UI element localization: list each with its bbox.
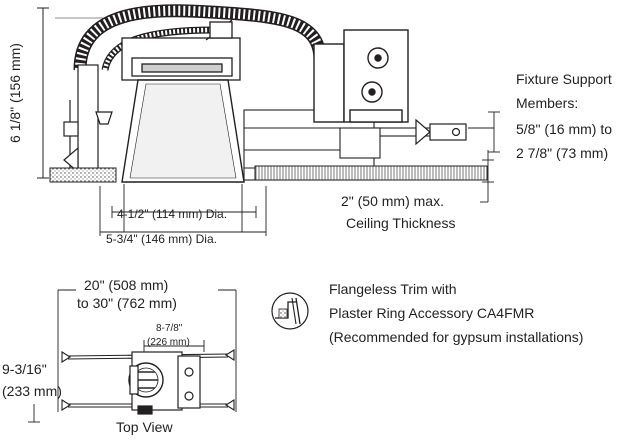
ceiling-thickness-dimension: [480, 150, 494, 203]
top-view: [28, 289, 237, 423]
top-view-caption: Top View: [116, 419, 173, 435]
reflector-cone: [121, 79, 245, 183]
support-range-line-2: 2 7/8" (73 mm): [516, 145, 608, 161]
top-housing: [128, 351, 201, 415]
diameter-dimension-lines: [99, 184, 267, 236]
depth-label-line-2: (233 mm): [2, 383, 62, 399]
support-title-line-1: Fixture Support: [516, 71, 612, 87]
box-dimension-line: [143, 340, 205, 352]
box-dimension-line-2: (226 mm): [147, 337, 190, 348]
box-dimension-line-1: 8-7/8": [156, 323, 183, 334]
support-title-line-2: Members:: [516, 95, 578, 111]
width-label-line-1: 20" (508 mm): [84, 277, 168, 293]
junction-box: [313, 29, 409, 123]
side-view: 6 1/8" (156 mm): [7, 4, 500, 236]
outer-diameter-label: 5-3/4" (146 mm) Dia.: [106, 232, 217, 246]
height-dimension-line: [37, 7, 49, 179]
ceiling-thickness-line-1: 2" (50 mm) max.: [341, 193, 444, 209]
height-dimension-label: 6 1/8" (156 mm): [7, 43, 23, 143]
support-range-line-1: 5/8" (16 mm) to: [516, 121, 612, 137]
width-dimension-line: [57, 289, 237, 412]
support-bar-clip: [415, 118, 467, 146]
support-member-dimension: [468, 111, 500, 153]
depth-label-line-1: 9-3/16": [2, 361, 47, 377]
depth-dimension-line: [28, 404, 40, 423]
ceiling-joist-ticks: [254, 165, 488, 181]
flangeless-trim-detail-icon: [271, 292, 309, 330]
trim-note-line-3: (Recommended for gypsum installations): [329, 329, 583, 345]
left-mounting-bracket: [63, 64, 113, 178]
trim-note-line-1: Flangeless Trim with: [329, 281, 457, 297]
trim-note-line-2: Plaster Ring Accessory CA4FMR: [329, 305, 534, 321]
socket-housing: [121, 19, 241, 81]
ceiling-thickness-line-2: Ceiling Thickness: [346, 215, 455, 231]
ceiling-drywall-left: [49, 167, 117, 183]
width-label-line-2: to 30" (762 mm): [77, 295, 177, 311]
inner-diameter-label: 4-1/2" (114 mm) Dia.: [117, 207, 227, 221]
